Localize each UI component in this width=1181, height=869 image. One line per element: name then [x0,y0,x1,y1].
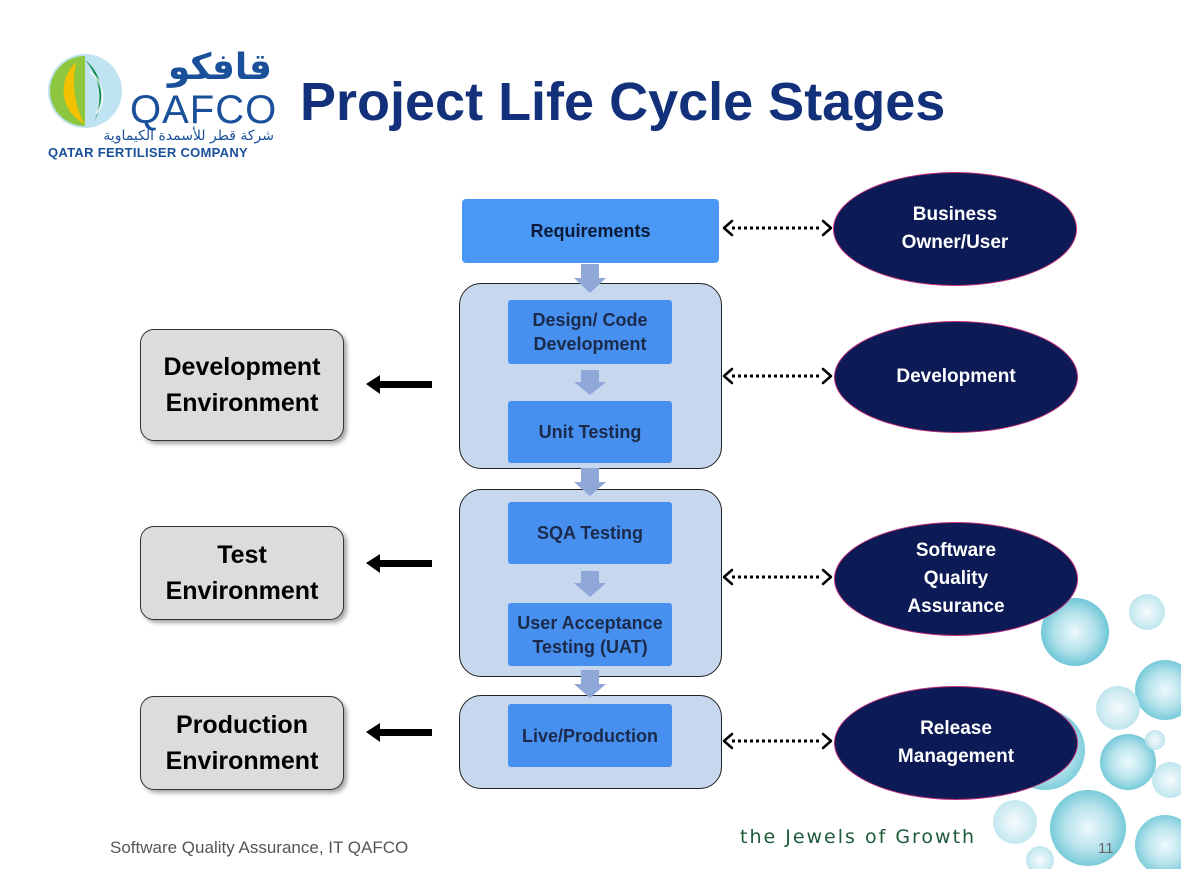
stage-unit-testing: Unit Testing [508,401,672,463]
arrowhead-left-icon [722,367,734,385]
env-production: Production Environment [140,696,344,790]
footer-text: Software Quality Assurance, IT QAFCO [110,838,409,857]
logo-company-name: QATAR FERTILISER COMPANY [48,145,249,160]
stage-uat: User Acceptance Testing (UAT) [508,603,672,666]
role-development: Development [834,321,1078,433]
left-arrow-icon [366,554,432,573]
role-sqa: Software Quality Assurance [834,522,1078,636]
env-test: Test Environment [140,526,344,620]
qafco-logo-icon [48,54,122,128]
logo-arabic-name: قافكو [167,47,272,88]
arrowhead-right-icon [821,367,833,385]
slide-title: Project Life Cycle Stages [300,72,946,132]
arrowhead-left-icon [722,732,734,750]
stage-sqa-testing: SQA Testing [508,502,672,564]
stage-requirements: Requirements [462,199,719,263]
left-arrow-icon [366,375,432,394]
left-arrow-icon [366,723,432,742]
role-release-management: Release Management [834,686,1078,800]
arrowhead-right-icon [821,732,833,750]
down-arrow-icon [574,264,606,293]
down-arrow-icon [574,468,606,496]
down-arrow-icon [574,670,606,698]
logo-latin-name: QAFCO [130,88,278,132]
stage-design-code: Design/ Code Development [508,300,672,364]
slogan: the Jewels of Growth [740,826,977,848]
stage-live-production: Live/Production [508,704,672,767]
role-business-owner: Business Owner/User [833,172,1077,286]
arrowhead-right-icon [821,219,833,237]
env-development: Development Environment [140,329,344,441]
arrowhead-left-icon [722,568,734,586]
page-number: 11 [1098,840,1114,857]
logo-arabic-company: شركة قطر للأسمدة الكيماوية [103,128,274,144]
down-arrow-icon [574,370,606,395]
down-arrow-icon [574,571,606,597]
arrowhead-right-icon [821,568,833,586]
arrowhead-left-icon [722,219,734,237]
